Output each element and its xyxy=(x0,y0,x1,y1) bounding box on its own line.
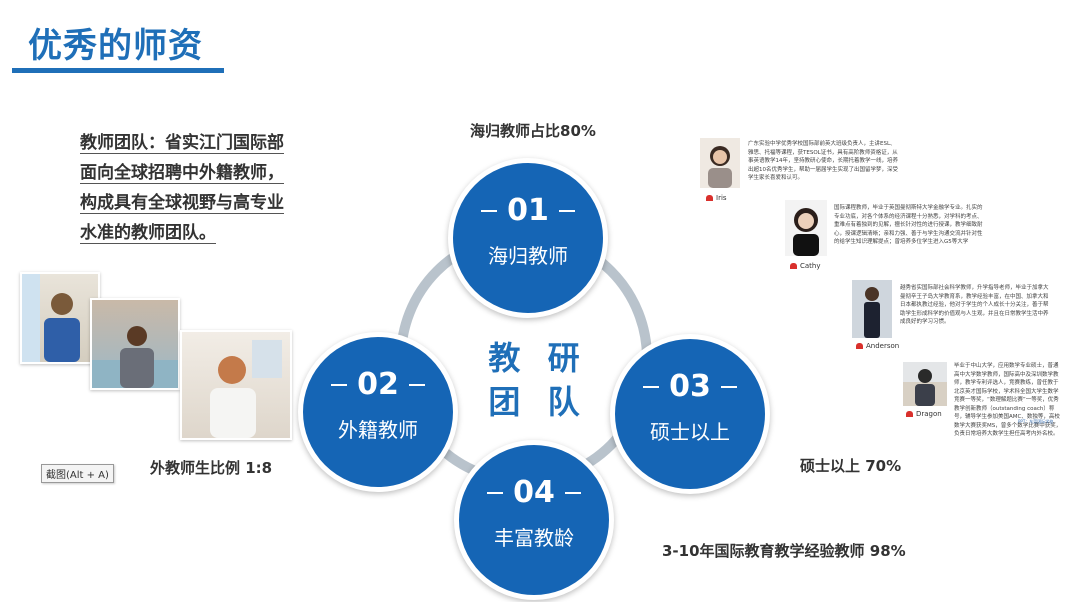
circle-number: 03 xyxy=(669,369,711,404)
teacher-photo-iris xyxy=(700,138,740,188)
foreign-teacher-photo-3 xyxy=(180,330,292,440)
dash-right xyxy=(408,383,425,386)
teacher-bio-anderson: 越秀省实国际部社会科学教师，升学指导老师，毕业于加拿大曼彻辛王子岛大学教育系，教… xyxy=(900,285,1049,325)
circle-label: 海归教师 xyxy=(488,244,568,268)
teacher-name: Anderson xyxy=(866,342,900,350)
teacher-name-cathy: Cathy xyxy=(790,262,821,270)
teacher-photo-cathy xyxy=(785,200,827,256)
experience-ratio: 3-10年国际教育教学经验教师 98% xyxy=(662,542,906,560)
circle-teaching-experience: 04 丰富教龄 xyxy=(454,440,614,600)
teacher-name-anderson: Anderson xyxy=(856,342,899,350)
circle-number: 02 xyxy=(357,367,399,402)
person-icon xyxy=(708,146,732,188)
person-icon xyxy=(793,208,819,256)
foreign-teacher-ratio: 外教师生比例 1:8 xyxy=(150,459,273,477)
circle-label: 外籍教师 xyxy=(338,418,418,442)
dash-left xyxy=(481,209,498,212)
teacher-name: Dragon xyxy=(916,410,942,418)
dash-left xyxy=(331,383,348,386)
heart-icon xyxy=(856,343,863,349)
teacher-name: Cathy xyxy=(800,262,821,270)
teacher-bio-dragon: 毕业于中山大学，应用数学专业硕士，普通高中大学数学教师，国际高中及深圳数学教师，… xyxy=(954,363,1062,437)
circle-number: 01 xyxy=(507,193,549,228)
person-icon xyxy=(210,340,282,438)
team-line-1: 教师团队：省实江门国际部 xyxy=(80,133,284,154)
teacher-name: Iris xyxy=(716,194,727,202)
team-line-3: 构成具有全球视野与高专业 xyxy=(80,193,284,214)
person-icon xyxy=(22,274,80,362)
center-label-line-1: 教 研 xyxy=(488,339,588,377)
team-description: 教师团队：省实江门国际部 面向全球招聘中外籍教师， 构成具有全球视野与高专业 水… xyxy=(80,128,310,248)
person-icon xyxy=(92,326,178,388)
dash-right xyxy=(564,491,581,494)
page-title: 优秀的师资 xyxy=(28,26,203,66)
circle-foreign-teachers: 02 外籍教师 xyxy=(298,332,458,492)
circle-number: 04 xyxy=(513,475,555,510)
teacher-bio-cathy: 国际课程教师，毕业于英国曼彻斯特大学金融学专业。扎实的专业功底，对各个体系的经济… xyxy=(834,205,983,245)
teacher-bio-iris: 广东实验中学优秀学校国际部前英大班级负责人，主讲ESL、雅思、托福等课程，获TE… xyxy=(748,141,899,181)
foreign-teacher-photo-2 xyxy=(90,298,180,390)
heart-icon xyxy=(906,411,913,417)
circle-returnee-teachers: 01 海归教师 xyxy=(448,158,608,318)
circle-masters: 03 硕士以上 xyxy=(610,334,770,494)
dash-right xyxy=(558,209,575,212)
team-line-4: 水准的教师团队。 xyxy=(80,223,216,244)
dash-right xyxy=(720,385,737,388)
foreign-teacher-photo-1 xyxy=(20,272,100,364)
teacher-photo-dragon xyxy=(903,362,947,406)
masters-ratio: 硕士以上 70% xyxy=(800,457,902,475)
dash-left xyxy=(487,491,504,494)
dash-left xyxy=(643,385,660,388)
title-underline xyxy=(12,68,224,73)
teacher-name-dragon: Dragon xyxy=(906,410,942,418)
teacher-name-iris: Iris xyxy=(706,194,727,202)
returnee-ratio: 海归教师占比80% xyxy=(470,122,596,140)
image-source-note: PPT：东莞国际学校 xyxy=(1018,419,1054,424)
heart-icon xyxy=(790,263,797,269)
teacher-photo-anderson xyxy=(852,280,892,338)
team-line-2: 面向全球招聘中外籍教师， xyxy=(80,163,284,184)
center-label-line-2: 团 队 xyxy=(488,383,588,421)
screenshot-tooltip: 截图(Alt + A) xyxy=(41,464,114,483)
person-icon xyxy=(903,369,947,406)
circle-label: 硕士以上 xyxy=(650,420,730,444)
person-icon xyxy=(864,287,880,338)
heart-icon xyxy=(706,195,713,201)
circle-label: 丰富教龄 xyxy=(494,526,574,550)
center-label: 教 研 团 队 xyxy=(488,336,588,424)
